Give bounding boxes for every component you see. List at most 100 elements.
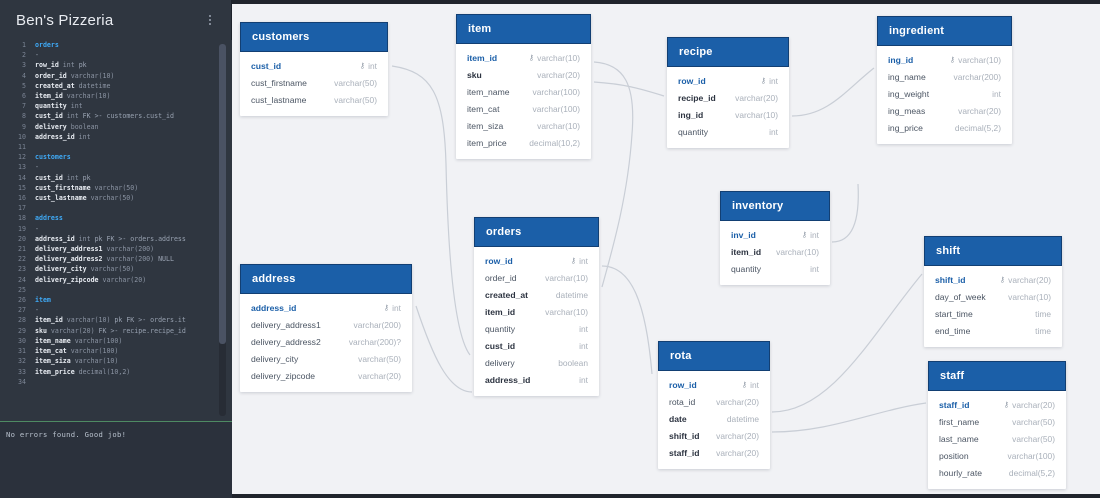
relationship-edge	[791, 67, 875, 117]
field-type: decimal(5,2)	[954, 122, 1001, 133]
table-title[interactable]: staff	[928, 361, 1066, 391]
line-number: 13	[18, 163, 26, 172]
field-name: position	[939, 450, 969, 461]
page-title: Ben's Pizzeria	[16, 11, 114, 29]
table-title[interactable]: address	[240, 264, 412, 294]
line-text: address_id int pk FK >- orders.address	[35, 234, 186, 243]
table-title[interactable]: ingredient	[877, 16, 1012, 46]
field-row[interactable]: staff_id⚷varchar(20)	[928, 396, 1066, 413]
field-row[interactable]: row_id⚷int	[474, 252, 599, 269]
field-name: rota_id	[669, 396, 696, 407]
primary-key-icon: ⚷	[999, 275, 1005, 284]
relationship-edge	[415, 305, 473, 393]
field-type: int	[992, 88, 1001, 99]
field-row[interactable]: inv_id⚷int	[720, 226, 830, 243]
field-name: item_id	[467, 52, 498, 63]
kebab-menu-icon[interactable]	[203, 11, 217, 29]
field-name: delivery_address1	[251, 319, 321, 330]
table-title[interactable]: shift	[924, 236, 1062, 266]
line-text: orders	[35, 41, 59, 49]
line-number: 2	[22, 51, 26, 60]
line-number: 3	[22, 61, 26, 70]
table-title[interactable]: item	[456, 14, 591, 44]
primary-key-icon: ⚷	[760, 76, 766, 85]
field-row[interactable]: cust_id⚷int	[240, 57, 388, 74]
table-title[interactable]: inventory	[720, 191, 830, 221]
table-title[interactable]: rota	[658, 341, 770, 371]
field-row[interactable]: address_id⚷int	[240, 299, 412, 316]
field-row[interactable]: row_id⚷int	[658, 376, 770, 393]
field-type: varchar(50)	[334, 94, 377, 105]
field-name: row_id	[485, 255, 513, 266]
field-type: varchar(10)	[537, 52, 580, 63]
editor-scrollbar-thumb[interactable]	[219, 44, 226, 344]
primary-key-icon: ⚷	[528, 53, 534, 62]
table-title[interactable]: customers	[240, 22, 388, 52]
line-text: delivery_address1 varchar(200)	[35, 245, 155, 254]
editor-scrollbar[interactable]	[219, 44, 226, 416]
field-type: decimal(5,2)	[1008, 467, 1055, 478]
field-row[interactable]: item_id ⚷varchar(10)	[456, 49, 591, 66]
field-row[interactable]: row_id⚷int	[667, 72, 789, 89]
table-title[interactable]: recipe	[667, 37, 789, 67]
field-row[interactable]: ing_id⚷varchar(10)	[877, 51, 1012, 68]
field-row[interactable]: shift_id⚷varchar(20)	[924, 271, 1062, 288]
table-title[interactable]: orders	[474, 217, 599, 247]
field-type: varchar(20)	[537, 69, 580, 80]
